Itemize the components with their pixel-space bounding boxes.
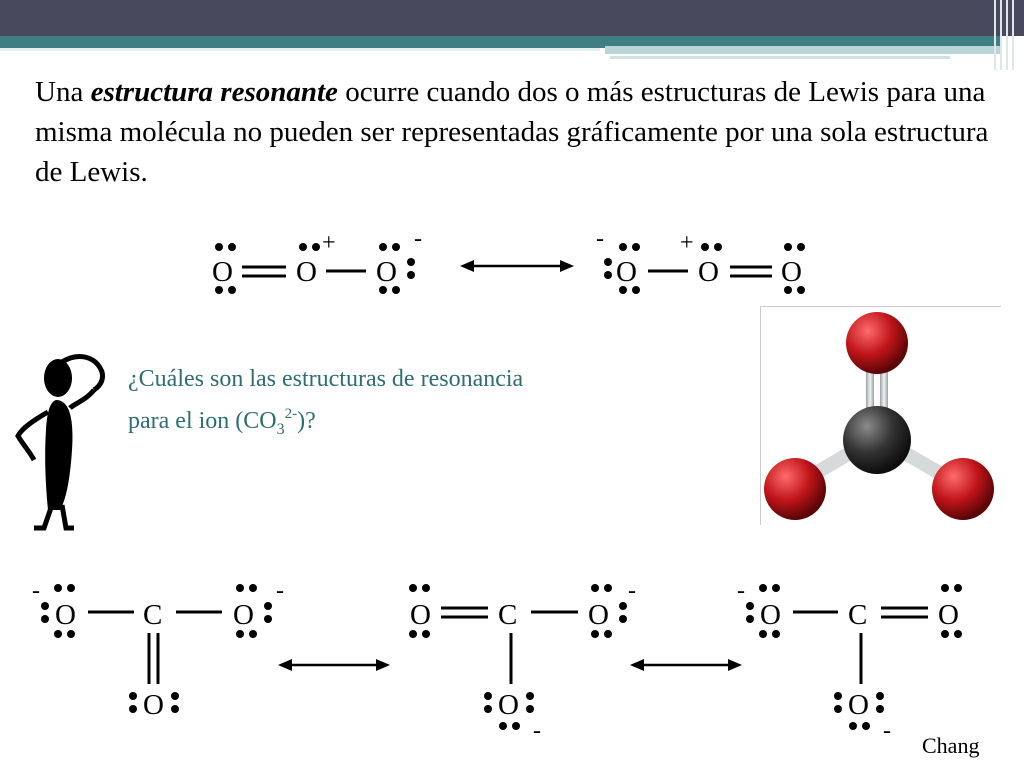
- question-text: ¿Cuáles son las estructuras de resonanci…: [128, 362, 628, 447]
- charge-label: +: [322, 230, 336, 256]
- charge-label: -: [533, 718, 541, 744]
- charge-label: -: [883, 718, 891, 744]
- atom-label: C: [848, 599, 867, 631]
- source-credit: Chang: [922, 733, 980, 758]
- ball-and-stick-image: [764, 312, 994, 520]
- superscript: 2-: [284, 406, 298, 422]
- carbonate-ball-and-stick-model: [760, 306, 1001, 525]
- atom-label: O: [848, 689, 869, 721]
- atom-label: O: [498, 689, 519, 721]
- lone-pairs: [41, 584, 272, 713]
- question-line-2-end: )?: [297, 408, 316, 434]
- charge-label: -: [628, 578, 636, 604]
- question-line-2-start: para el ion (CO: [128, 408, 277, 434]
- atom-label: O: [781, 256, 802, 288]
- atom-label: O: [233, 599, 254, 631]
- atom-label: O: [410, 599, 431, 631]
- atom-label: C: [498, 599, 517, 631]
- header-accent-stripe: [605, 46, 1000, 54]
- question-line-1: ¿Cuáles son las estructuras de resonanci…: [128, 366, 524, 392]
- charge-label: -: [32, 578, 40, 604]
- header-accent-stripe-light: [0, 48, 600, 51]
- double-bond: [147, 633, 160, 684]
- atom-label: O: [938, 599, 959, 631]
- double-bond: [730, 265, 772, 278]
- double-bond: [242, 265, 286, 278]
- lone-pairs: [215, 243, 415, 294]
- atom-label: C: [143, 599, 162, 631]
- header-accent-stripe-thin: [610, 56, 950, 59]
- resonance-arrow: [460, 260, 574, 272]
- charge-label: -: [737, 578, 745, 604]
- lone-pairs: [604, 243, 805, 294]
- intro-text-start: Una: [35, 76, 91, 108]
- atom-label: O: [212, 256, 233, 288]
- atom-label: O: [376, 256, 397, 288]
- atom-label: O: [296, 256, 317, 288]
- intro-text-end: ocurre cuando dos o más estructuras de L…: [35, 76, 989, 188]
- charge-label: -: [414, 226, 422, 252]
- subscript: 3: [276, 421, 285, 438]
- header-accent-band: [0, 36, 1000, 48]
- lone-pairs: [746, 584, 962, 730]
- atom-label: O: [55, 599, 76, 631]
- resonance-arrow: [278, 659, 390, 671]
- carbonate-structure-2: O C O O - -: [409, 578, 636, 744]
- carbonate-structure-3: O C O O - -: [737, 578, 962, 744]
- charge-label: +: [680, 230, 694, 256]
- header-bar: [0, 0, 1024, 36]
- resonance-arrow: [630, 659, 742, 671]
- atom-label: O: [760, 599, 781, 631]
- double-bond: [881, 606, 928, 619]
- double-bond: [441, 606, 488, 619]
- header-decoration-lines: [990, 0, 1024, 70]
- intro-paragraph: Una estructura resonante ocurre cuando d…: [35, 72, 995, 192]
- atom-label: O: [698, 256, 719, 288]
- carbonate-structure-1: O C O O - -: [32, 578, 284, 721]
- thinking-person-icon: [15, 354, 105, 531]
- lone-pairs: [409, 584, 627, 730]
- charge-label: -: [596, 226, 604, 252]
- atom-label: O: [588, 599, 609, 631]
- atom-label: O: [143, 689, 164, 721]
- ozone-structure-right: O O O - +: [596, 226, 805, 294]
- charge-label: -: [276, 578, 284, 604]
- atom-label: O: [616, 256, 637, 288]
- intro-term: estructura resonante: [90, 76, 338, 108]
- ozone-structure-left: O O O + -: [212, 226, 422, 294]
